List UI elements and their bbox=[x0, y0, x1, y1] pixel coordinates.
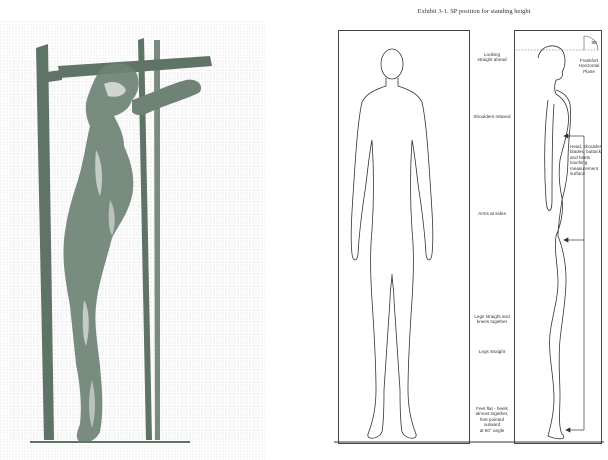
angle-label: 90 bbox=[586, 40, 602, 45]
annotation-arms-at-sides: Arms at sides bbox=[472, 211, 512, 216]
annotation-contact-surface: Head, shoulder blades, buttock, and heel… bbox=[570, 144, 608, 176]
exhibit-diagram: Exhibit 3-1. SP position for standing he… bbox=[322, 0, 608, 460]
annotation-legs-straight: Legs straight bbox=[472, 349, 512, 354]
stadiometer-photo bbox=[0, 0, 280, 460]
annotation-looking-straight: Looking straight ahead bbox=[472, 52, 512, 63]
side-body-silhouette bbox=[538, 46, 571, 439]
front-body-silhouette bbox=[351, 49, 433, 438]
annotation-shoulders-relaxed: Shoulders relaxed bbox=[472, 114, 512, 119]
annotation-feet-flat: Feet flat - heels almost together, feet … bbox=[472, 406, 512, 433]
frankfort-plane-label: Frankfort Horizontal Plane bbox=[570, 58, 608, 74]
annotation-legs-knees: Legs straight and knees together bbox=[472, 314, 512, 325]
